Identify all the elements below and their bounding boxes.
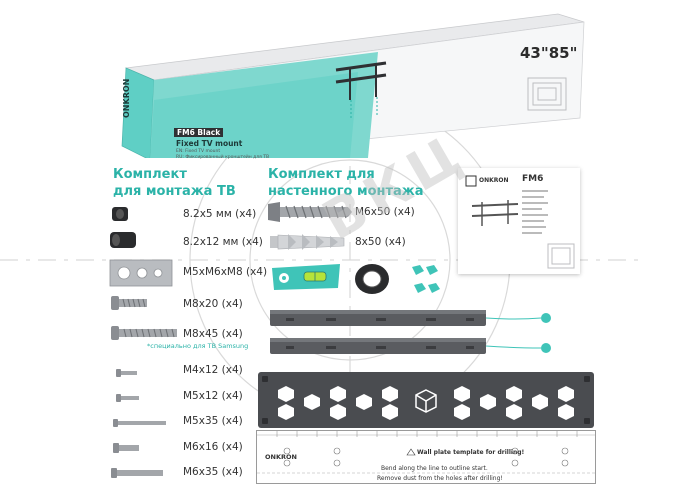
template-line1: Wall plate template for drilling! <box>417 449 525 456</box>
small-screw-icon <box>116 369 137 377</box>
tv-kit-item-label: M8x45 (x4) <box>183 328 243 340</box>
template-line2: Bend along the line to outline start. <box>381 465 488 472</box>
manual-brand: ONKRON <box>479 177 509 184</box>
wall-kit-item-label: 8x50 (x4) <box>355 236 406 248</box>
manual-model: FM6 <box>522 174 544 184</box>
clip-icon <box>412 265 440 293</box>
screw-icon <box>113 443 139 453</box>
list-item <box>110 465 166 484</box>
tv-kit-item-label: 8.2x5 мм (x4) <box>183 208 257 220</box>
list-item <box>110 294 150 316</box>
box-model: FM6 Black <box>174 128 224 137</box>
list-item <box>115 389 141 408</box>
list-item <box>268 230 348 258</box>
list-item <box>108 230 138 254</box>
drilling-template: ONKRON Wall plate template for drilling!… <box>256 430 596 484</box>
box-size-range: 43"85" <box>520 44 578 62</box>
box-brand: ONKRON <box>122 78 131 118</box>
list-item <box>110 206 132 226</box>
tape-icon <box>355 264 389 294</box>
screw-icon <box>113 419 166 427</box>
list-item <box>110 324 180 346</box>
spacer-small-icon <box>112 207 128 221</box>
tv-kit-item-note: *специально для ТВ Samsung <box>147 342 249 350</box>
list-item <box>108 258 174 292</box>
wall-kit-title-line1: Комплект для <box>268 167 375 182</box>
bolt-icon <box>111 296 147 310</box>
tv-kit-item-label: M6x16 (x4) <box>183 441 243 453</box>
tv-kit-title-line2: для монтажа ТВ <box>113 184 236 199</box>
screw-icon <box>111 468 163 478</box>
box-product-type: Fixed TV mount <box>176 139 243 148</box>
tv-kit-item-label: M5x35 (x4) <box>183 415 243 427</box>
wall-kit-title: Комплект для настенного монтажа <box>268 166 424 200</box>
wall-plate <box>258 372 594 428</box>
product-box: ONKRON FM6 Black Fixed TV mount EN: Fixe… <box>118 8 588 160</box>
small-screw-icon <box>116 394 139 402</box>
lag-screw-icon <box>268 202 352 222</box>
manual-sheet: ONKRON FM6 <box>458 168 580 274</box>
list-item <box>115 364 141 383</box>
list-item <box>266 200 352 228</box>
cube-logo-icon <box>415 389 437 413</box>
box-line-ru: RU: Фиксированный кронштейн для ТВ <box>176 155 270 160</box>
tv-kit-item-label: 8.2x12 мм (x4) <box>183 236 263 248</box>
list-item <box>112 440 142 459</box>
anchor-icon <box>270 234 345 250</box>
tv-kit-title-line1: Комплект <box>113 167 187 182</box>
wall-kit-title-line2: настенного монтажа <box>268 184 424 199</box>
spacer-long-icon <box>110 232 136 248</box>
template-brand: ONKRON <box>265 453 297 461</box>
tv-kit-item-label: M8x20 (x4) <box>183 298 243 310</box>
wall-rails <box>270 310 551 354</box>
tv-kit-title: Комплект для монтажа ТВ <box>113 166 236 200</box>
box-line-en: EN: Fixed TV mount <box>176 149 221 154</box>
washer-plate-icon <box>109 259 173 287</box>
wall-kit-item-label: M6x50 (x4) <box>355 206 415 218</box>
tv-kit-item-label: M5x12 (x4) <box>183 390 243 402</box>
tv-kit-item-label: M4x12 (x4) <box>183 364 243 376</box>
level-icon <box>272 264 340 290</box>
long-bolt-icon <box>111 326 177 340</box>
tv-kit-item-label: M5xM6xM8 (x4) <box>183 266 268 278</box>
template-line3: Remove dust from the holes after drillin… <box>377 475 503 482</box>
list-item <box>112 414 168 433</box>
tv-kit-item-label: M6x35 (x4) <box>183 466 243 478</box>
